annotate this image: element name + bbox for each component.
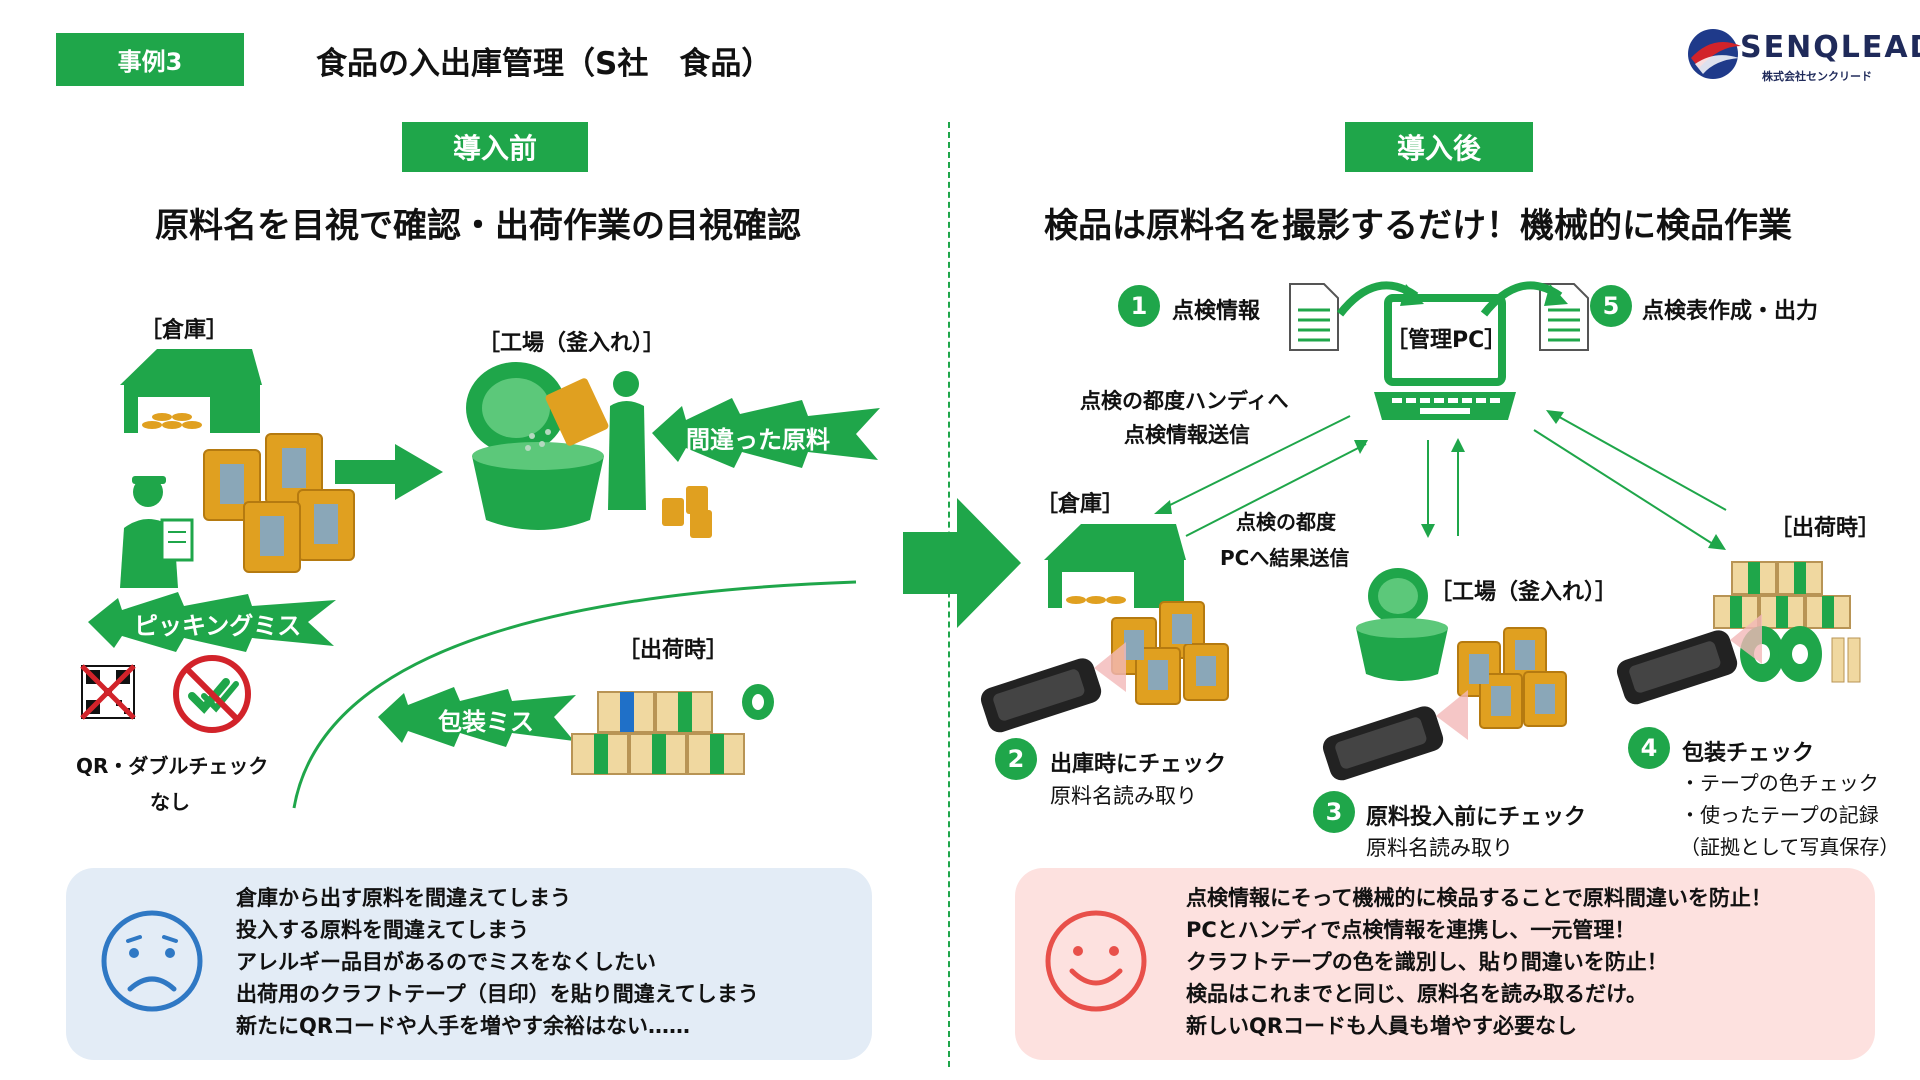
problem-item: 投入する原料を間違えてしまう [236, 918, 529, 942]
after-warehouse-icon [1044, 524, 1186, 608]
step3-title: 原料投入前にチェック [1366, 805, 1587, 830]
problem-item: 倉庫から出す原料を間違えてしまう [236, 886, 571, 910]
after-label-warehouse: ［倉庫］ [1036, 492, 1125, 517]
step4-number: 4 [1628, 727, 1670, 769]
after-badge: 導入後 [1345, 122, 1533, 172]
before-label-factory: ［工場（釜入れ）］ [478, 331, 666, 356]
send-to-handy-line2: 点検情報送信 [1124, 423, 1250, 447]
happy-face-icon [1045, 910, 1147, 1012]
benefits-panel [1015, 868, 1875, 1060]
send-to-pc-line2: PCへ結果送信 [1220, 546, 1350, 570]
pc-to-report-arrow-icon [1480, 281, 1568, 317]
benefit-item: 検品はこれまでと同じ、原料名を読み取るだけ。 [1186, 982, 1647, 1006]
after-headline: 検品は原料名を撮影するだけ！機械的に検品作業 [1044, 206, 1792, 246]
warehouse-icon [120, 349, 262, 433]
after-warehouse-bags-icon [1111, 601, 1229, 705]
small-bags-icon [662, 486, 712, 538]
after-factory-bags-icon [1457, 627, 1567, 729]
step4-item-1: ・テープの色チェック [1680, 771, 1879, 795]
burst-packing-miss: 包装ミス [438, 708, 534, 736]
problems-list: 倉庫から出す原料を間違えてしまう 投入する原料を間違えてしまう アレルギー品目が… [236, 882, 759, 1042]
problem-item: 出荷用のクラフトテープ（目印）を貼り間違えてしまう [236, 982, 759, 1006]
after-factory-pot-icon [1356, 568, 1448, 681]
benefit-item: 新しいQRコードも人員も増やす必要なし [1186, 1014, 1578, 1038]
doc-to-pc-arrow-icon [1336, 281, 1424, 317]
step2-title: 出庫時にチェック [1050, 752, 1227, 777]
crossed-qr-icon [80, 664, 136, 720]
send-to-pc-line1: 点検の都度 [1236, 510, 1336, 534]
step3-subtitle: 原料名読み取り [1366, 836, 1513, 860]
pc-warehouse-arrows-icon [1154, 415, 1368, 537]
step4-title: 包装チェック [1682, 741, 1815, 766]
pc-shipping-arrows-icon [1533, 410, 1727, 550]
picking-miss-burst-icon [88, 592, 336, 652]
flow-arrow-icon [335, 444, 443, 500]
page-title: 食品の入出庫管理（S社 食品） [316, 46, 773, 82]
benefits-list: 点検情報にそって機械的に検品することで原料間違いを防止！ PCとハンディで点検情… [1186, 882, 1772, 1042]
worker-clipboard-icon [120, 476, 194, 588]
after-label-shipping: ［出荷時］ [1770, 516, 1881, 541]
step4-item-3: （証拠として写真保存） [1680, 835, 1900, 859]
step4-item-2: ・使ったテープの記録 [1680, 803, 1879, 827]
after-shipping-boxes-icon [1713, 561, 1851, 629]
sad-face-icon [101, 910, 203, 1012]
before-headline: 原料名を目視で確認・出荷作業の目視確認 [155, 206, 801, 246]
benefit-item: PCとハンディで点検情報を連携し、一元管理！ [1186, 918, 1636, 942]
pc-label: ［管理PC］ [1386, 328, 1507, 353]
shipping-handy-scanner-icon [1616, 614, 1762, 705]
packing-miss-burst-icon [378, 687, 576, 747]
no-double-check-icon [173, 655, 251, 733]
factory-handy-scanner-icon [1322, 690, 1468, 781]
before-label-warehouse: ［倉庫］ [140, 318, 229, 343]
laptop-pc-icon [1374, 294, 1516, 420]
logo-subtitle: 株式会社センクリード [1762, 70, 1872, 83]
step1-label: 点検情報 [1172, 299, 1261, 324]
logo-name: SENQLEAD [1740, 30, 1920, 65]
before-after-arrow-icon [903, 498, 1021, 628]
document-icon [1289, 283, 1339, 351]
flow-curve-line-icon [292, 580, 857, 809]
burst-wrong-material: 間違った原料 [686, 426, 830, 454]
case-badge: 事例3 [56, 33, 244, 86]
benefit-item: クラフトテープの色を識別し、貼り間違いを防止！ [1186, 950, 1668, 974]
section-divider [948, 122, 950, 1067]
senqlead-logo-icon [1688, 29, 1741, 79]
before-badge: 導入前 [402, 122, 588, 172]
burst-picking-miss: ピッキングミス [134, 612, 302, 640]
before-label-shipping: ［出荷時］ [618, 638, 729, 663]
wrong-material-burst-icon [652, 398, 880, 468]
pc-factory-arrows-icon [1421, 438, 1465, 538]
problem-item: アレルギー品目があるのでミスをなくしたい [236, 950, 656, 974]
step2-subtitle: 原料名読み取り [1050, 784, 1197, 808]
benefit-item: 点検情報にそって機械的に検品することで原料間違いを防止！ [1186, 886, 1772, 910]
material-bags-icon [203, 433, 355, 573]
no-check-label-line1: QR・ダブルチェック [76, 754, 269, 778]
after-label-factory: ［工場（釜入れ）］ [1430, 580, 1618, 605]
handy-scanner-icon [980, 642, 1126, 733]
shipping-boxes-icon [571, 684, 774, 775]
send-to-handy-line1: 点検の都度ハンディへ [1080, 389, 1289, 413]
factory-pot-icon [466, 362, 646, 530]
step3-number: 3 [1313, 791, 1355, 833]
step5-label: 点検表作成・出力 [1642, 299, 1819, 324]
step1-number: 1 [1118, 285, 1160, 327]
no-check-label-line2: なし [150, 790, 190, 814]
step2-number: 2 [995, 738, 1037, 780]
step5-number: 5 [1590, 285, 1632, 327]
problem-item: 新たにQRコードや人手を増やす余裕はない…… [236, 1014, 691, 1038]
